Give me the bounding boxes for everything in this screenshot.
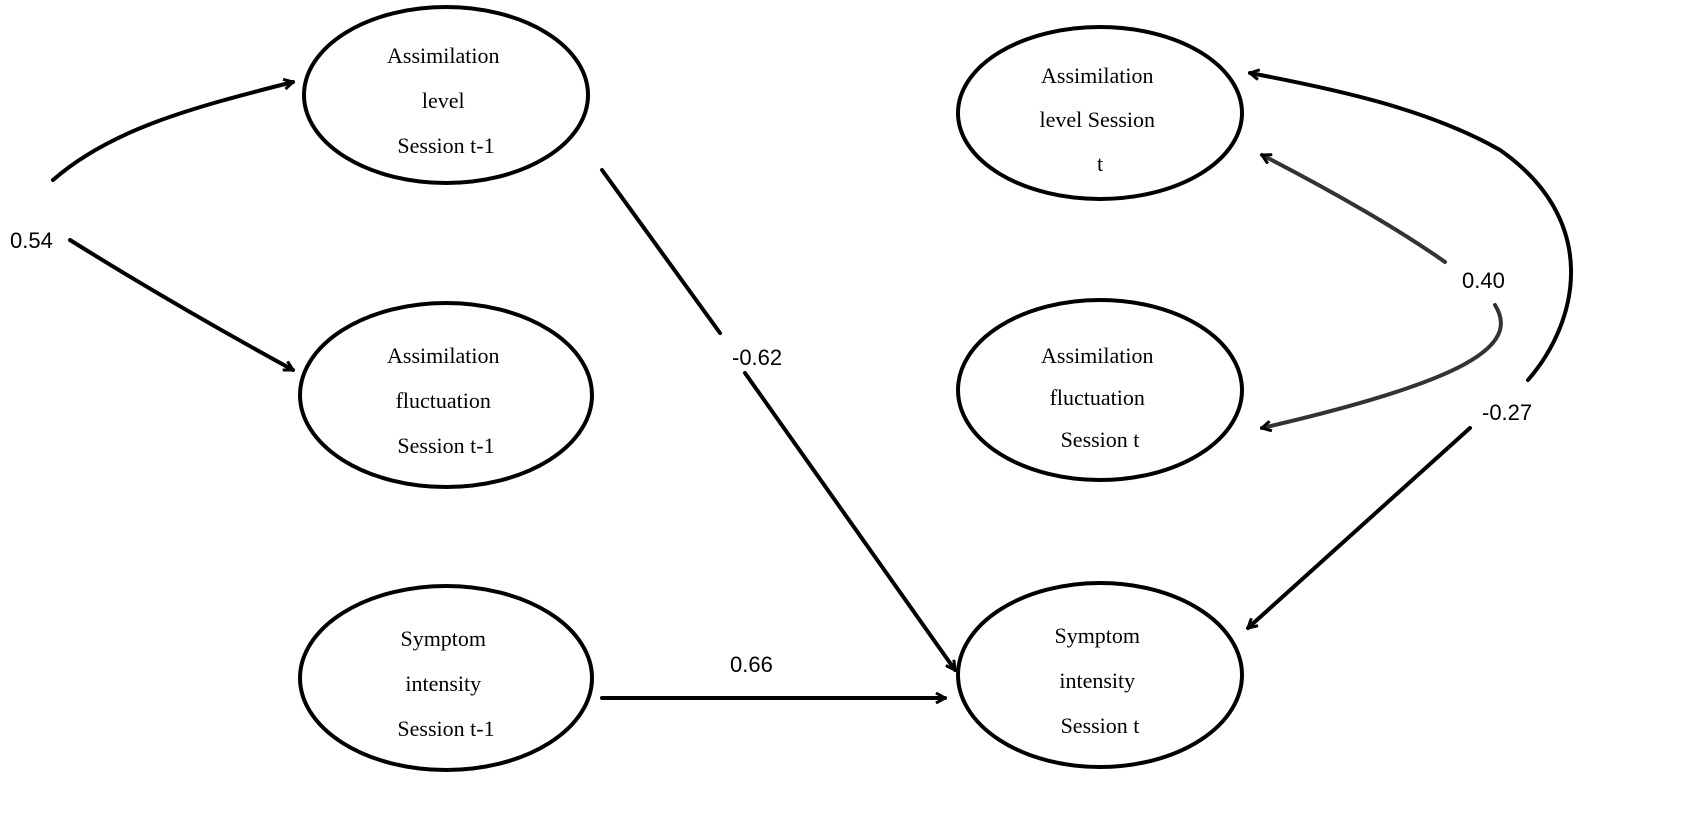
svg-text:Assimilation fluctuation: Assimilation fluctuation Session t [1041, 343, 1159, 452]
node-label-line: fluctuation [1050, 385, 1145, 410]
node-label-line: Session t-1 [397, 716, 494, 741]
node-label-line: Session t [1061, 427, 1140, 452]
coefficient-label: 0.40 [1462, 268, 1505, 293]
node-label-line: Assimilation [1041, 343, 1153, 368]
svg-text:Symptom intensity: Symptom intensity Session t-1 [397, 626, 494, 741]
node-label-line: intensity [405, 671, 481, 696]
node-symptom-intensity-t-1: Symptom intensity Session t-1 [298, 584, 594, 772]
edge-level-to-symptom [600, 168, 957, 670]
node-label-line: t [1097, 151, 1103, 176]
node-label-line: intensity [1059, 668, 1135, 693]
node-label-line: Symptom [1054, 623, 1140, 648]
coefficient-label: 0.54 [10, 228, 53, 253]
edge-covariance-t-1 [51, 82, 293, 372]
node-assimilation-level-t: Assimilation level Session t [956, 25, 1244, 201]
coefficient-label: 0.66 [730, 652, 773, 677]
node-label-line: fluctuation [396, 388, 491, 413]
svg-text:Assimilation level Sessi: Assimilation level Session t [1040, 63, 1161, 176]
node-label-line: Session t-1 [397, 133, 494, 158]
edge-covariance-t [1262, 153, 1503, 428]
node-label-line: Session t-1 [397, 433, 494, 458]
svg-text:Assimilation level: Assimilation level Session t-1 [387, 43, 505, 158]
node-label-line: Session t [1061, 713, 1140, 738]
node-assimilation-fluctuation-t-1: Assimilation fluctuation Session t-1 [298, 301, 594, 489]
node-label-line: Assimilation [1041, 63, 1153, 88]
node-symptom-intensity-t: Symptom intensity Session t [956, 581, 1244, 769]
svg-text:Assimilation fluctuation: Assimilation fluctuation Session t-1 [387, 343, 505, 458]
node-label-line: level [422, 88, 465, 113]
node-assimilation-level-t-1: Assimilation level Session t-1 [302, 5, 590, 185]
edge-symptom-to-level [1248, 73, 1573, 628]
node-label-line: Symptom [400, 626, 486, 651]
coefficient-label: -0.62 [732, 345, 782, 370]
node-assimilation-fluctuation-t: Assimilation fluctuation Session t [956, 298, 1244, 482]
node-label-line: Assimilation [387, 43, 499, 68]
coefficient-label: -0.27 [1482, 400, 1532, 425]
node-label-line: Assimilation [387, 343, 499, 368]
svg-text:Symptom intensity: Symptom intensity Session t [1054, 623, 1145, 738]
node-label-line: level Session [1040, 107, 1156, 132]
